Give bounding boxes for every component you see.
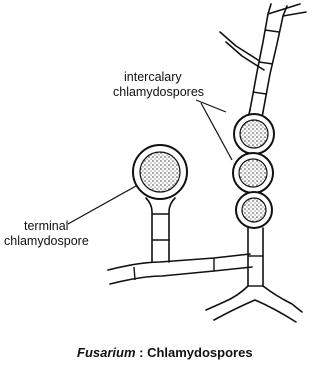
intercalary-label-line1: intercalary	[124, 70, 182, 84]
caption-separator: :	[136, 345, 148, 360]
intercalary-label: intercalary chlamydospores	[113, 70, 204, 99]
intercalary-chlamydospore-3	[236, 192, 272, 228]
intercalary-pointer-lines	[196, 100, 232, 160]
terminal-label: terminal chlamydospore	[4, 219, 89, 248]
figure-caption: Fusarium : Chlamydospores	[77, 345, 253, 360]
caption-text: Chlamydospores	[147, 345, 252, 360]
intercalary-chlamydospore-1	[234, 114, 274, 154]
intercalary-label-line2: chlamydospores	[113, 85, 204, 99]
terminal-chlamydospore	[133, 145, 187, 199]
intercalary-chlamydospore-2	[233, 153, 273, 193]
terminal-pointer-line	[68, 186, 136, 224]
terminal-label-line1: terminal	[24, 219, 68, 233]
terminal-hypha	[108, 198, 252, 284]
terminal-label-line2: chlamydospore	[4, 234, 89, 248]
caption-genus: Fusarium	[77, 345, 136, 360]
